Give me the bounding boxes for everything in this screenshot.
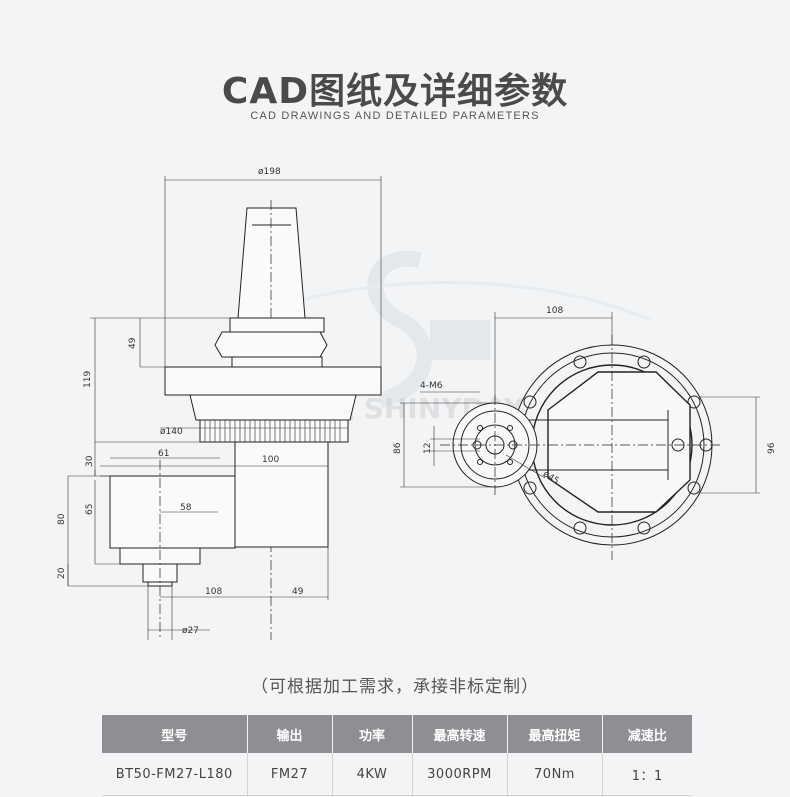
dim-d198: ø198 [258,167,281,177]
dim-d140: ø140 [160,427,183,437]
dim-86: 86 [393,442,403,454]
dim-119: 119 [83,371,93,388]
dim-108-bottom: 108 [205,587,222,597]
dim-4m6: 4-M6 [420,381,443,391]
page-subtitle: CAD DRAWINGS AND DETAILED PARAMETERS [250,110,540,122]
dim-96: 96 [767,442,777,454]
side-view [109,200,382,640]
page-title: CAD图纸及详细参数 [221,71,569,112]
front-dimensions [400,312,760,494]
dim-30: 30 [85,455,95,467]
dim-20: 20 [57,567,67,579]
table-cell-ratio: 1：1 [602,753,692,796]
dim-12: 12 [423,443,433,454]
custom-note: （可根据加工需求，承接非标定制） [251,677,539,697]
table-header-ratio: 减速比 [602,715,692,753]
dim-108-side: 108 [546,306,563,316]
dim-58: 58 [180,503,192,513]
table-row: BT50-FM27-L180 FM27 4KW 3000RPM 70Nm 1：1 [102,753,692,796]
dim-61: 61 [158,449,169,459]
side-dimensions [67,176,382,640]
table-cell-model: BT50-FM27-L180 [102,753,248,796]
table-cell-max-torque: 70Nm [507,753,603,796]
dim-80: 80 [57,513,67,525]
table-header-max-speed: 最高转速 [412,715,508,753]
table-header-power: 功率 [332,715,413,753]
dim-49-bottom: 49 [292,587,304,597]
table-header-max-torque: 最高扭矩 [507,715,603,753]
table-header-row: 型号 输出 功率 最高转速 最高扭矩 减速比 [102,715,692,753]
front-view [440,335,720,560]
dim-49-top: 49 [128,337,138,349]
table-cell-output: FM27 [247,753,333,796]
watermark-logo [299,250,651,408]
table-header-model: 型号 [102,715,248,753]
table-cell-max-speed: 3000RPM [412,753,508,796]
dim-d27: ø27 [182,626,199,636]
dim-65: 65 [85,504,95,515]
table-cell-power: 4KW [332,753,413,796]
parameters-table: 型号 输出 功率 最高转速 最高扭矩 减速比 BT50-FM27-L180 FM… [102,715,692,796]
cad-drawing: 迪利达 SHINYDAY [57,167,777,640]
table-header-output: 输出 [247,715,333,753]
dim-100: 100 [262,455,279,465]
